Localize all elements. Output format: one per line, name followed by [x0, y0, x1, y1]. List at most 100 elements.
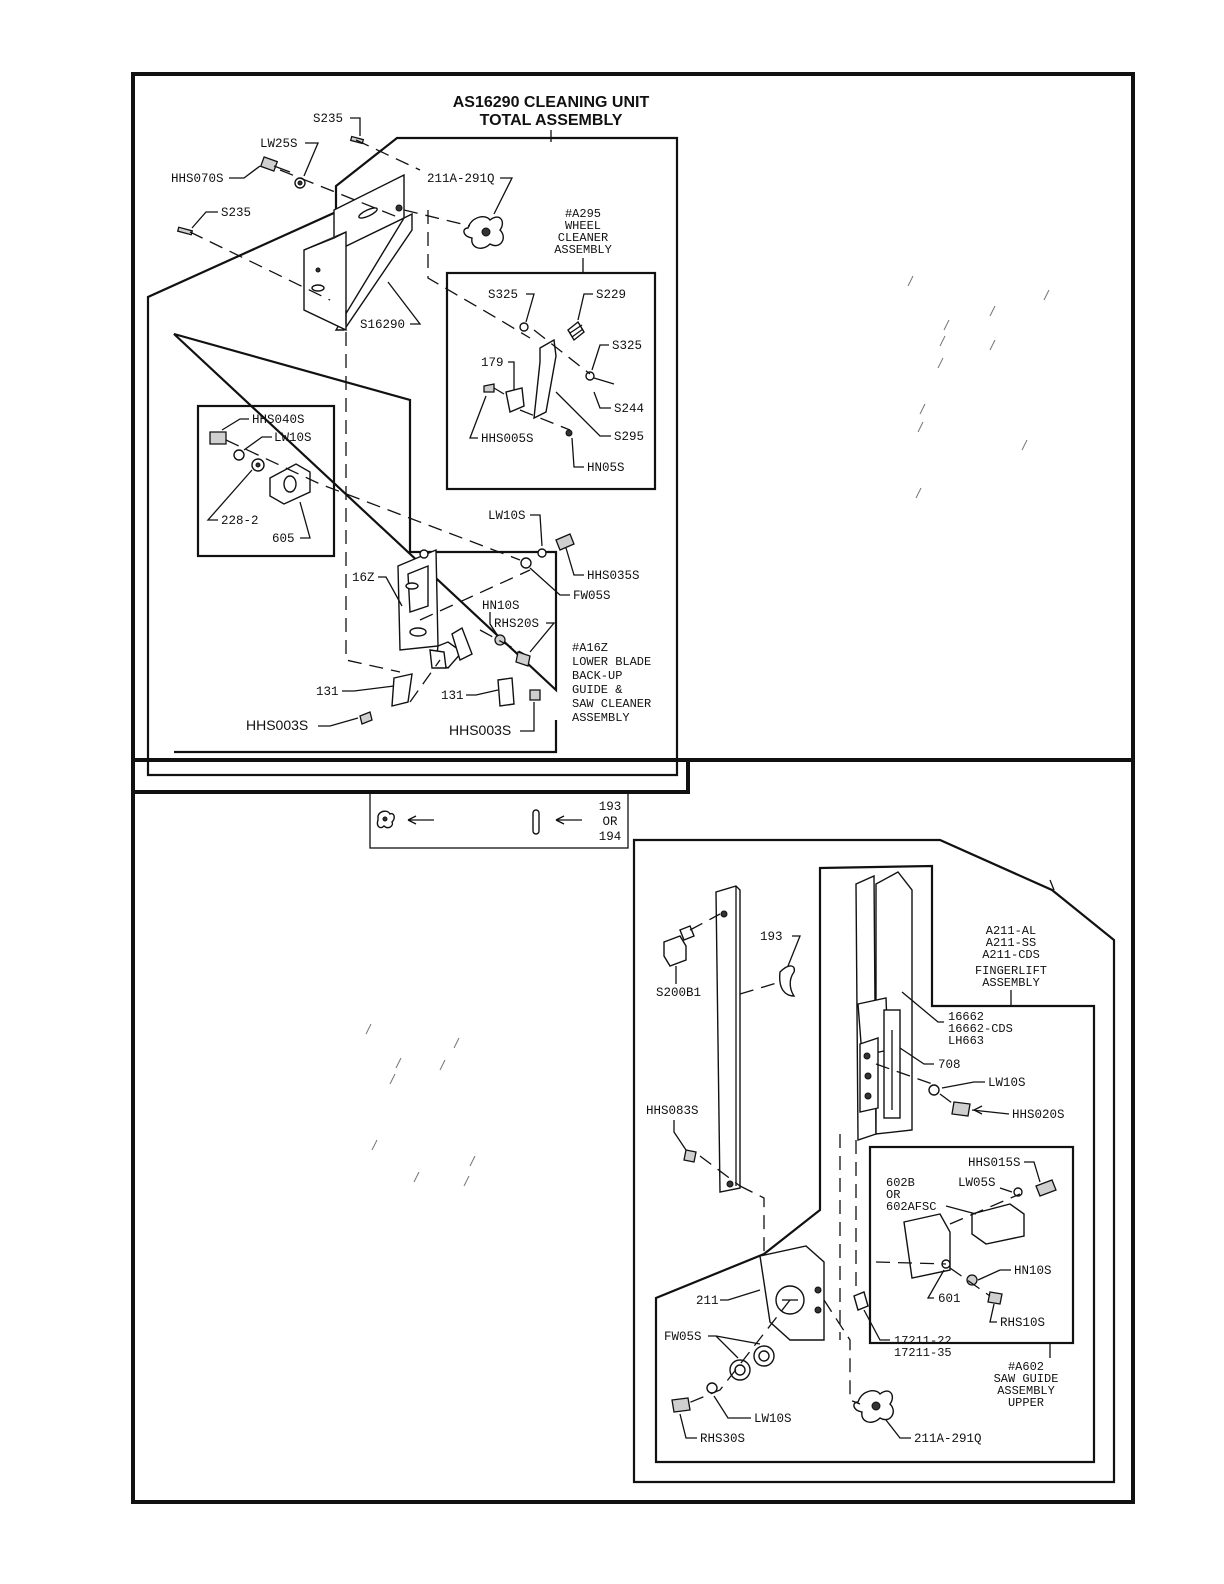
label-s16290: S16290: [360, 318, 405, 332]
s16290-bracket: [303, 173, 413, 332]
legend-194: 194: [599, 830, 622, 844]
label-hhs040s: HHS040S: [252, 413, 305, 427]
bottom-dashed-lines: [685, 913, 1021, 1405]
label-rhs30s: RHS30S: [700, 1432, 745, 1446]
part17211-line2: 17211-35: [894, 1346, 952, 1360]
hhs083s-screw: [683, 1149, 697, 1163]
legend-frame: [369, 791, 629, 849]
label-rhs10s: RHS10S: [1000, 1316, 1045, 1330]
label-hhs003s-a: HHS003S: [246, 717, 308, 733]
label-hhs083s: HHS083S: [646, 1104, 699, 1118]
fingerlift-line2: A211-SS: [986, 936, 1036, 950]
label-hhs070s: HHS070S: [171, 172, 224, 186]
fw05s-washer-a: [520, 557, 532, 569]
legend-knob-icon: [376, 810, 395, 829]
shoe-131-a: [391, 673, 413, 707]
label-hhs005s: HHS005S: [481, 432, 534, 446]
shoe-131-b: [497, 677, 515, 707]
label-lw05s: LW05S: [958, 1176, 996, 1190]
hhs015s-bolt: [1035, 1179, 1057, 1197]
top-dashed-lines: [189, 139, 591, 703]
hhs020s-bolt: [951, 1101, 971, 1117]
rhs30s-screw: [671, 1397, 691, 1413]
label-lw10s-d: LW10S: [754, 1412, 792, 1426]
lower-blade-line3: BACK-UP: [572, 669, 622, 683]
lower-blade-box: #A16Z LOWER BLADE BACK-UP GUIDE & SAW CL…: [173, 332, 651, 754]
outer-frames: [131, 72, 1135, 1504]
label-rhs20s: RHS20S: [494, 617, 539, 631]
label-s244: S244: [614, 402, 644, 416]
wheel-cleaner-box: #A295 WHEEL CLEANER ASSEMBLY: [445, 207, 657, 491]
wheel-cleaner-line4: ASSEMBLY: [554, 243, 612, 257]
lower-blade-line6: ASSEMBLY: [572, 711, 630, 725]
top-outer-frame: [131, 72, 1135, 762]
top-labels: S235 LW25S HHS070S S235 211A-291Q S16290…: [171, 112, 644, 738]
wheel-cleaner-line1: #A295: [565, 207, 601, 221]
legend-193: 193: [599, 800, 622, 814]
lower-blade-line5: SAW CLEANER: [572, 697, 651, 711]
rhs10s-screw: [987, 1291, 1003, 1305]
lower-blade-line2: LOWER BLADE: [572, 655, 651, 669]
bottom-frames: [632, 838, 1116, 1484]
legend-arrow-a: [407, 815, 434, 825]
label-hhs003s-b: HHS003S: [449, 722, 511, 738]
inner-top-frame: [146, 136, 679, 777]
wheel-cleaner-line2: WHEEL: [565, 219, 601, 233]
label-211: 211: [696, 1294, 719, 1308]
part16662-line3: LH663: [948, 1034, 984, 1048]
label-s229: S229: [596, 288, 626, 302]
label-lw25s: LW25S: [260, 137, 298, 151]
top-parts: [176, 135, 615, 725]
lower-blade-line1: #A16Z: [572, 641, 608, 655]
label-179: 179: [481, 356, 504, 370]
part602-line3: 602AFSC: [886, 1200, 936, 1214]
scan-marks: [365, 275, 1050, 1187]
rhs20s-screw: [515, 651, 531, 667]
label-s200b1: S200B1: [656, 986, 701, 1000]
bottom-labels: A211-AL A211-SS A211-CDS FINGERLIFT ASSE…: [646, 924, 1065, 1446]
label-fw05s-a: FW05S: [573, 589, 611, 603]
saw-guide-line3: ASSEMBLY: [997, 1384, 1055, 1398]
wheel-cleaner-frame: [445, 271, 657, 491]
label-hhs020s: HHS020S: [1012, 1108, 1065, 1122]
label-hhs035s: HHS035S: [587, 569, 640, 583]
lw10s-washer-c: [928, 1084, 940, 1096]
label-lw10s-b: LW10S: [488, 509, 526, 523]
label-16z: 16Z: [352, 571, 375, 585]
part16662-line1: 16662: [948, 1010, 984, 1024]
washer-sub-box: [196, 404, 336, 558]
label-s235-left: S235: [221, 206, 251, 220]
label-fw05s-b: FW05S: [664, 1330, 702, 1344]
wheel-cleaner-line3: CLEANER: [558, 231, 608, 245]
hhs070s-bolt: [259, 156, 291, 173]
label-s295: S295: [614, 430, 644, 444]
label-hhs015s: HHS015S: [968, 1156, 1021, 1170]
label-lw10s-c: LW10S: [988, 1076, 1026, 1090]
saw-guide-line4: UPPER: [1008, 1396, 1044, 1410]
saw-guide-line2: SAW GUIDE: [994, 1372, 1059, 1386]
label-hn10s-a: HN10S: [482, 599, 520, 613]
hhs003s-screw-b: [529, 689, 541, 701]
legend-box: 193 OR 194: [369, 791, 629, 849]
title-line2: TOTAL ASSEMBLY: [480, 112, 623, 129]
s200b1-part: [663, 925, 695, 967]
label-601: 601: [938, 1292, 961, 1306]
title-line1: AS16290 CLEANING UNIT: [453, 94, 650, 111]
fingerlift-frame: [654, 864, 1096, 1464]
label-131-a: 131: [316, 685, 339, 699]
part17211-line1: 17211-22: [894, 1334, 952, 1348]
label-hn10s-b: HN10S: [1014, 1264, 1052, 1278]
legend-arrow-b: [555, 815, 582, 825]
label-lw10s-a: LW10S: [274, 431, 312, 445]
bottom-outer-frame: [131, 758, 1135, 1504]
fingerlift-angle: [855, 871, 913, 1141]
wheel-cleaner-parts: [483, 320, 615, 437]
legend-pin-icon: [532, 809, 540, 835]
label-211a-top: 211A-291Q: [427, 172, 495, 186]
label-228-2: 228-2: [221, 514, 259, 528]
hhs035s-bolt: [555, 533, 575, 551]
label-605: 605: [272, 532, 295, 546]
s235-pin-left: [176, 226, 194, 236]
label-211a-bottom: 211A-291Q: [914, 1432, 982, 1446]
